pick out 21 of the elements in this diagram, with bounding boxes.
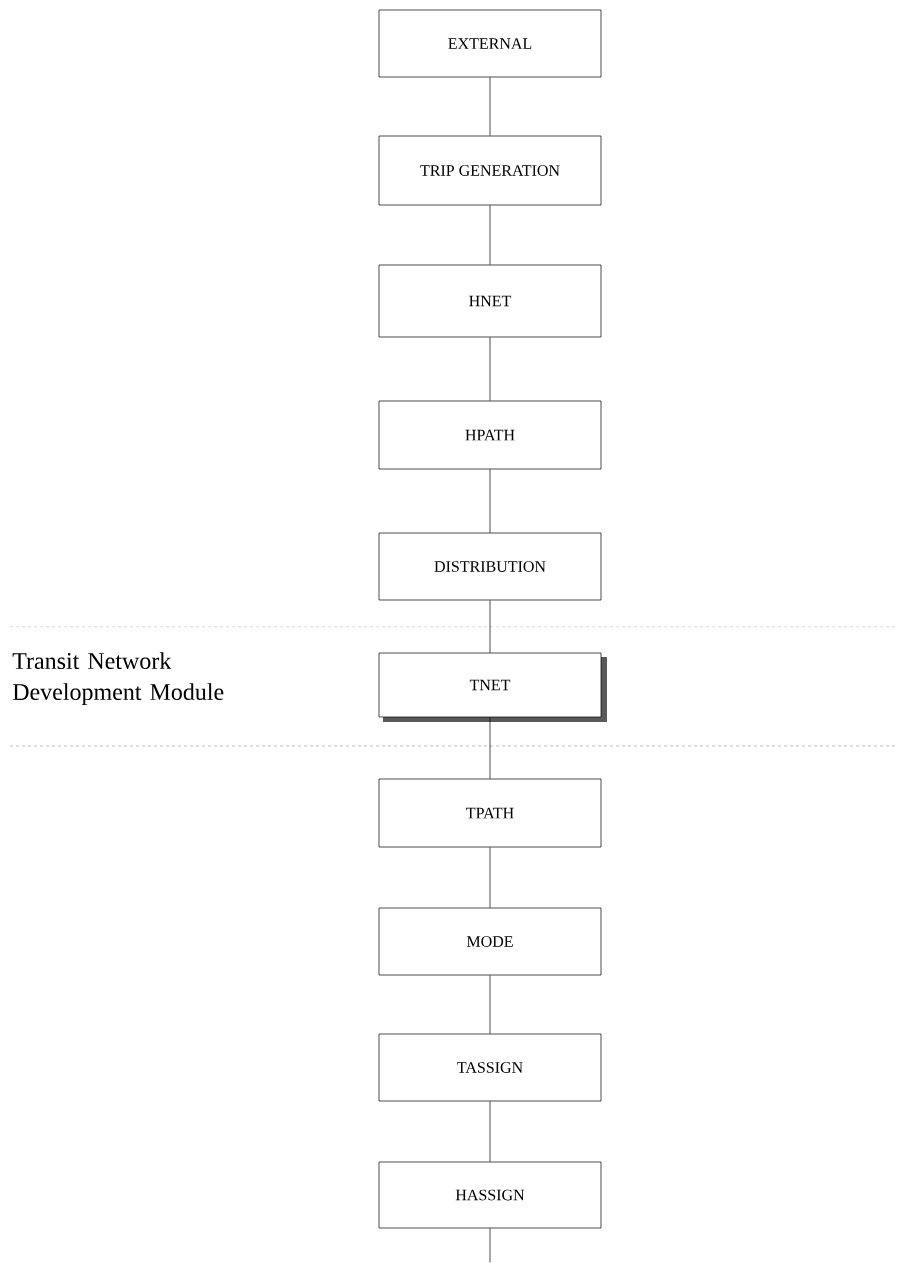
connector-line (489, 469, 491, 533)
connector-line (489, 717, 491, 779)
connector-line (489, 337, 491, 401)
band-label: Transit Network Development Module (12, 652, 224, 705)
process-box: TNET (378, 652, 607, 722)
connector-line (489, 205, 491, 265)
process-box: MODE (378, 907, 602, 976)
process-box: EXTERNAL (378, 9, 602, 78)
process-box: DISTRIBUTION (378, 532, 602, 601)
process-box: TPATH (378, 778, 602, 848)
connector-line (489, 77, 491, 136)
process-box: TRIP GENERATION (378, 135, 602, 206)
process-box: HASSIGN (378, 1161, 602, 1229)
process-box: TASSIGN (378, 1033, 602, 1102)
connector-line (489, 1228, 491, 1263)
connector-line (489, 1101, 491, 1162)
process-box: HPATH (378, 400, 602, 470)
connector-line (489, 975, 491, 1034)
connector-line (489, 847, 491, 908)
connector-line (489, 600, 491, 653)
process-box: HNET (378, 264, 602, 338)
